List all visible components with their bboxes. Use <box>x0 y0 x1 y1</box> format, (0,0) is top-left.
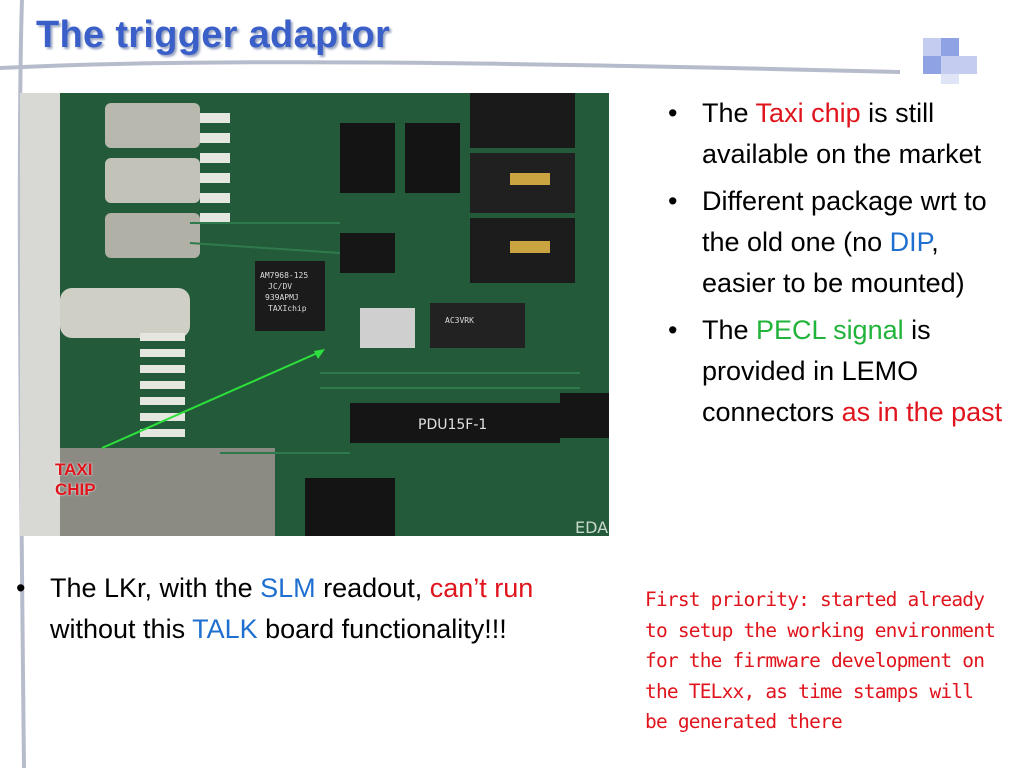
highlight-as-in-the-past: as in the past <box>841 397 1003 427</box>
taxi-chip-label: TAXI CHIP <box>55 460 135 500</box>
bullet-item: • The PECL signal is provided in LEMO con… <box>662 310 1017 433</box>
bullet-text: is still available on the market <box>702 98 982 169</box>
bullet-text: Different package wrt to the old one (no <box>702 186 987 257</box>
bullet-dot: • <box>668 315 678 345</box>
bullet-text: board functionality!!! <box>257 614 507 644</box>
chip-text-4: TAXIchip <box>268 304 307 313</box>
highlight-dip: DIP <box>889 227 932 257</box>
bullet-text: The <box>702 98 756 128</box>
bullet-dot: • <box>668 98 678 128</box>
bullet-text: readout, <box>315 573 430 603</box>
bullet-text: , easier to be mounted) <box>702 227 965 298</box>
highlight-cant-run: can’t run <box>429 573 534 603</box>
board-photo: AM7968-125 JC/DV 939APMJ TAXIchip AC3VRK… <box>20 93 609 536</box>
corner-text: EDA <box>575 518 608 536</box>
chip-text-1: AM7968-125 <box>260 271 308 280</box>
chip-text-3: 939APMJ <box>265 293 299 302</box>
right-bullet-list: • The Taxi chip is still available on the… <box>662 93 1017 439</box>
priority-note: First priority: started already to setup… <box>645 588 996 733</box>
bullet-dot: • <box>16 573 26 603</box>
bullet-item: • The LKr, with the SLM readout, can’t ru… <box>10 568 610 650</box>
highlight-talk: TALK <box>192 614 258 644</box>
highlight-taxi-chip: Taxi chip <box>755 98 861 128</box>
chip-text-2: JC/DV <box>268 282 292 291</box>
ic-text: PDU15F-1 <box>418 417 487 433</box>
page-title: The trigger adaptor <box>36 14 391 56</box>
taxi-label-line-2: CHIP <box>55 480 96 499</box>
pcb-illustration: AM7968-125 JC/DV 939APMJ TAXIchip AC3VRK… <box>20 93 609 536</box>
highlight-pecl-signal: PECL signal <box>756 315 904 345</box>
bullet-text: without this <box>50 614 193 644</box>
ic2-text: AC3VRK <box>445 316 474 325</box>
highlight-slm: SLM <box>260 573 316 603</box>
taxi-label-line-1: TAXI <box>55 460 93 479</box>
bullet-dot: • <box>668 186 678 216</box>
bullet-text: The <box>702 315 757 345</box>
bullet-text: is provided in LEMO connectors <box>702 315 931 427</box>
bullet-item: • Different package wrt to the old one (n… <box>662 181 1017 304</box>
left-bullet-list: • The LKr, with the SLM readout, can’t ru… <box>10 568 610 650</box>
bullet-text: The LKr, with the <box>50 573 261 603</box>
bullet-item: • The Taxi chip is still available on the… <box>662 93 1017 175</box>
